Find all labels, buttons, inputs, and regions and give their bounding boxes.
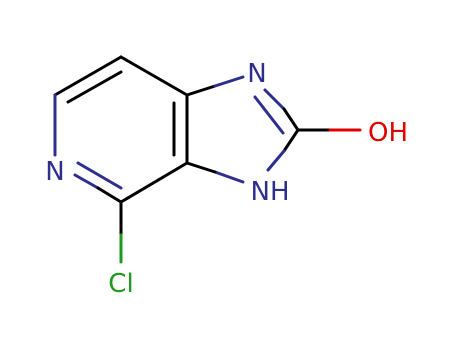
bond-n5-c4-a [73,173,100,190]
atom-label-oh: OH [368,118,408,148]
bond-n3-c3a-a [213,170,245,184]
bond-n5-c4-inner [76,161,123,190]
bond-c2-n3-b [266,149,286,172]
bond-n1-c2-b [282,107,300,132]
bond-n5-c4-b [96,186,123,204]
atom-label-cl: Cl [108,269,133,299]
bond-c2-n3-a [282,128,300,153]
atom-label-n-pyridine: N [45,157,64,187]
bond-n1-c2-inner [253,95,285,135]
atom-label-nh: NH [251,177,290,207]
bond-n1-c2-a [263,88,286,111]
bond-c6-c7-inner [66,70,123,104]
bond-n3-c3a-b [185,161,217,174]
bond-c6-c7 [53,55,123,97]
bond-c7-c7a [119,55,189,97]
bond-c7a-n1-b [213,75,245,88]
atom-label-n-top: N [247,59,266,89]
bond-c4-c3a [119,161,189,204]
bond-c7a-n1-a [185,84,217,97]
